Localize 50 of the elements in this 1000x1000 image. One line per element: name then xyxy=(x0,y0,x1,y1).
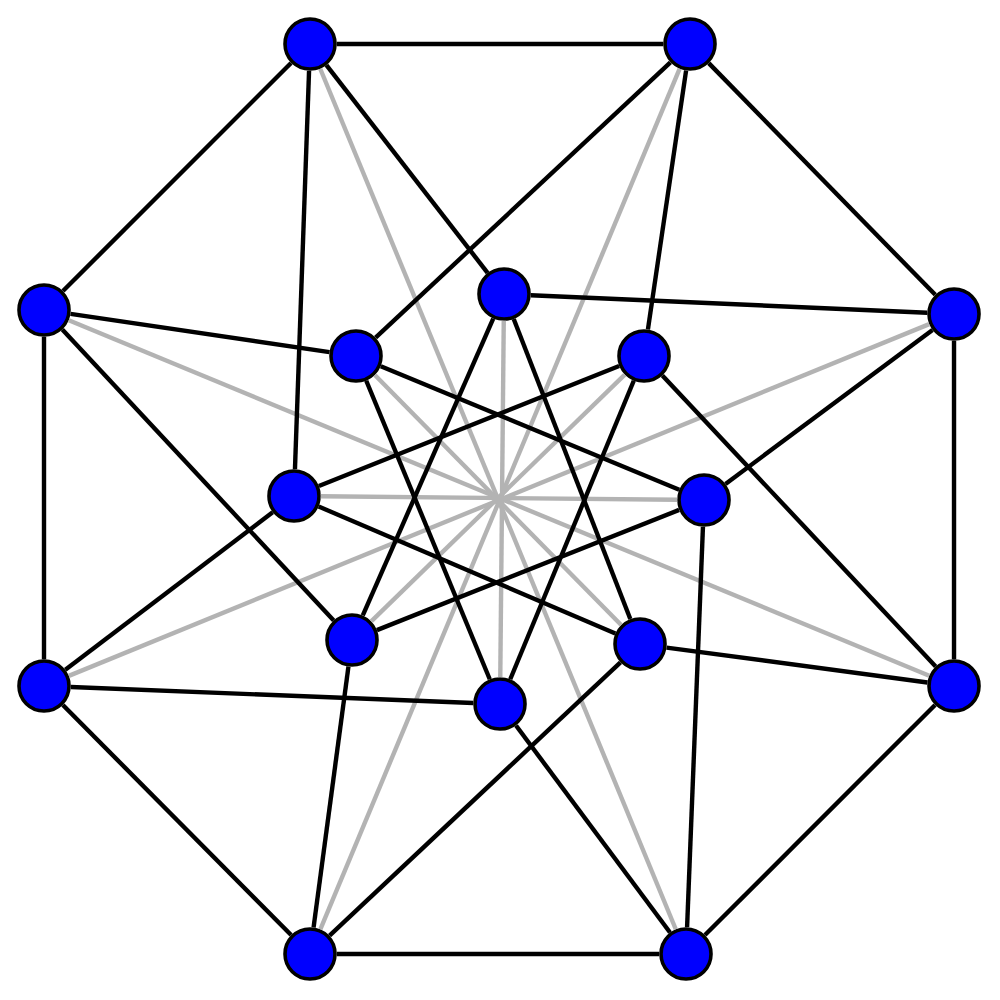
graph-edge xyxy=(70,311,330,355)
graph-vertex xyxy=(17,659,71,713)
graph-edge xyxy=(511,318,633,620)
graph-vertex xyxy=(267,469,321,523)
graph-edge xyxy=(514,724,672,934)
graph-edge xyxy=(498,320,506,678)
graph-edge xyxy=(70,684,474,706)
graph-vertex xyxy=(325,613,379,667)
graph-edge xyxy=(336,951,660,957)
graph-vertex xyxy=(659,927,713,981)
graph-edge xyxy=(703,703,937,937)
graph-vertex xyxy=(677,473,731,527)
graph-edge xyxy=(317,504,617,636)
graph-edge xyxy=(360,317,496,617)
graph-vertex xyxy=(477,267,531,321)
graph-edge xyxy=(666,645,928,685)
graph-vertex xyxy=(613,617,667,671)
graph-edge xyxy=(324,63,490,275)
graph-edge xyxy=(376,507,680,633)
graph-edge xyxy=(724,328,934,486)
graph-edge xyxy=(645,70,689,330)
graph-edge xyxy=(660,374,938,668)
graph-edge xyxy=(328,660,622,938)
graph-edge xyxy=(318,363,620,489)
graph-edge xyxy=(379,364,681,492)
graph-edge xyxy=(508,379,636,681)
graph-edge xyxy=(530,293,928,315)
graph-edge xyxy=(707,61,937,297)
graph-edge xyxy=(684,526,706,928)
graph-edge xyxy=(311,666,351,928)
graph-vertex xyxy=(617,329,671,383)
graph-vertex xyxy=(17,283,71,337)
graph-edge xyxy=(292,70,312,470)
graph-edge xyxy=(951,340,957,660)
graph-edge xyxy=(61,61,293,293)
graph-edge xyxy=(374,60,672,340)
graph-edge xyxy=(320,494,678,502)
graph-vertex xyxy=(663,17,717,71)
graph-vertex xyxy=(473,677,527,731)
graph-edge xyxy=(61,703,293,937)
graph-vertex xyxy=(927,659,981,713)
graph-vertex xyxy=(283,17,337,71)
graph-edge xyxy=(64,510,274,672)
graph-vertex xyxy=(329,329,383,383)
graph-vertex xyxy=(283,927,337,981)
graph-edge xyxy=(336,41,664,47)
graph-edge xyxy=(41,336,47,660)
graph-edge xyxy=(60,328,336,622)
graph-vertex xyxy=(927,287,981,341)
graph-edge xyxy=(364,379,492,681)
